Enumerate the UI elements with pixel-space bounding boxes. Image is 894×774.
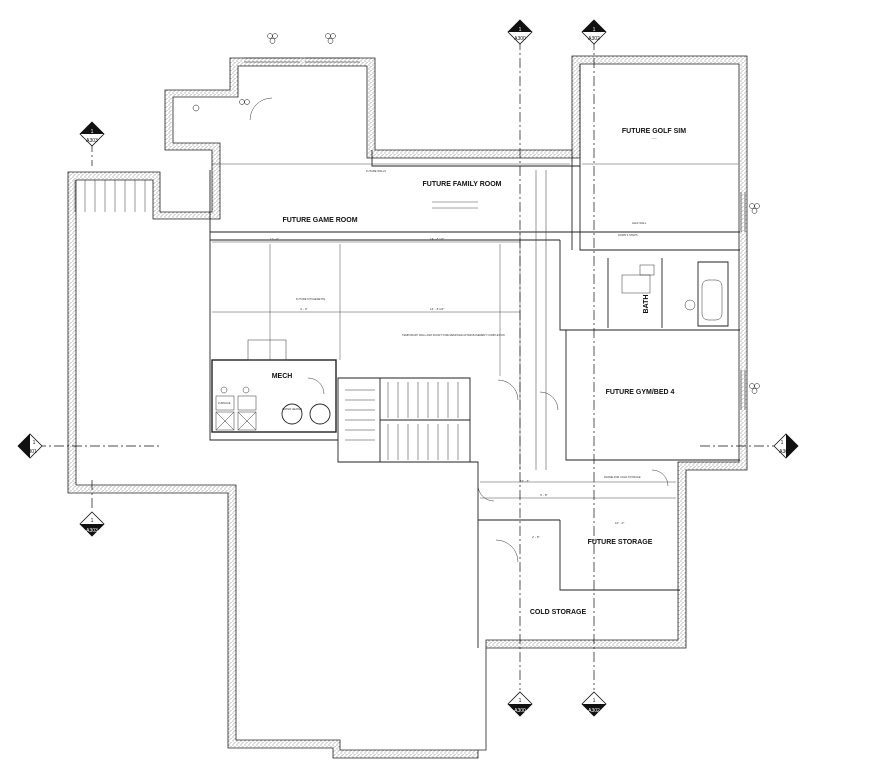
note-water-heater: WATER HEATER: [282, 407, 302, 411]
tag-sheet: A301: [779, 449, 791, 455]
tag-sheet: A302: [588, 708, 600, 714]
room-label-bath: BATH: [643, 295, 650, 314]
tag-number: 1: [781, 440, 784, 446]
room-label-cold-storage: COLD STORAGE: [530, 609, 587, 616]
room-label-storage: FUTURE STORAGE: [588, 539, 653, 546]
section-tag-left-a301[interactable]: 1 A301: [17, 433, 43, 459]
room-label-golf-sim: FUTURE GOLF SIM: [622, 128, 686, 135]
section-tag-lower-left-a303[interactable]: 1 A303: [79, 511, 105, 537]
tag-number: 1: [593, 698, 596, 704]
dim-text: 10' - 0": [615, 521, 624, 525]
note-future-walls: FUTURE WALLS: [366, 169, 386, 173]
stair-treads: [74, 180, 459, 460]
note-furnace: FURNACE: [218, 401, 231, 405]
tag-number: 1: [519, 27, 522, 33]
tag-sheet: A301: [25, 449, 37, 455]
note-temporary-wall: TEMPORARY WALL AND DOOR TO BE REMOVED AF…: [402, 333, 505, 337]
golf-sim-ceiling-note: ——: [651, 137, 657, 140]
tag-number: 1: [593, 27, 596, 33]
note-future-kitchenette: FUTURE KITCHENETTE: [296, 297, 326, 301]
dimension-lines: [212, 163, 738, 499]
dim-text: 3' - 8": [540, 493, 548, 497]
dim-text: 19' - 6": [520, 479, 529, 483]
note-down-steps: DOWN 4 STEPS: [618, 233, 638, 237]
note-half-wall: HALF WALL: [632, 221, 647, 225]
dim-text: 14' - 8 1/2": [430, 237, 444, 241]
bath-fixtures: [621, 264, 723, 321]
section-tag-top-a302[interactable]: 1 A302: [581, 19, 607, 45]
tag-sheet: A303: [86, 528, 98, 534]
tag-sheet: A303: [86, 138, 98, 144]
window-tag-icon: [192, 33, 760, 394]
section-tag-top-a300[interactable]: 1 A300: [507, 19, 533, 45]
tag-number: 1: [519, 698, 522, 704]
tag-sheet: A302: [588, 36, 600, 42]
room-label-gym-bed: FUTURE GYM/BED 4: [606, 389, 675, 396]
dim-text: 4' - 0": [300, 307, 308, 311]
section-tag-upper-left-a303[interactable]: 1 A303: [79, 121, 105, 147]
section-tag-right-a301[interactable]: 1 A301: [773, 433, 799, 459]
room-label-family-room: FUTURE FAMILY ROOM: [423, 181, 502, 188]
tag-sheet: A300: [514, 708, 526, 714]
door-swings: [249, 97, 669, 563]
dim-text: 11' - 0": [270, 237, 279, 241]
tag-number: 1: [91, 518, 94, 524]
note-frame-cold-storage: FRAME FOR COLD STORAGE: [604, 475, 641, 479]
dim-text: 2' - 8": [532, 535, 540, 539]
section-cut-lines: [36, 40, 786, 690]
room-label-mech: MECH: [272, 373, 293, 380]
section-tag-bottom-a300[interactable]: 1 A300: [507, 691, 533, 717]
tag-number: 1: [33, 440, 36, 446]
dim-text: 14' - 8 1/2": [430, 307, 444, 311]
interior-partitions: [209, 64, 740, 648]
windows: [244, 57, 746, 410]
tag-sheet: A300: [514, 36, 526, 42]
foundation-walls: [67, 55, 748, 759]
tag-number: 1: [91, 129, 94, 135]
mech-equipment: [215, 339, 331, 431]
section-tag-bottom-a302[interactable]: 1 A302: [581, 691, 607, 717]
room-label-game-room: FUTURE GAME ROOM: [282, 217, 357, 224]
